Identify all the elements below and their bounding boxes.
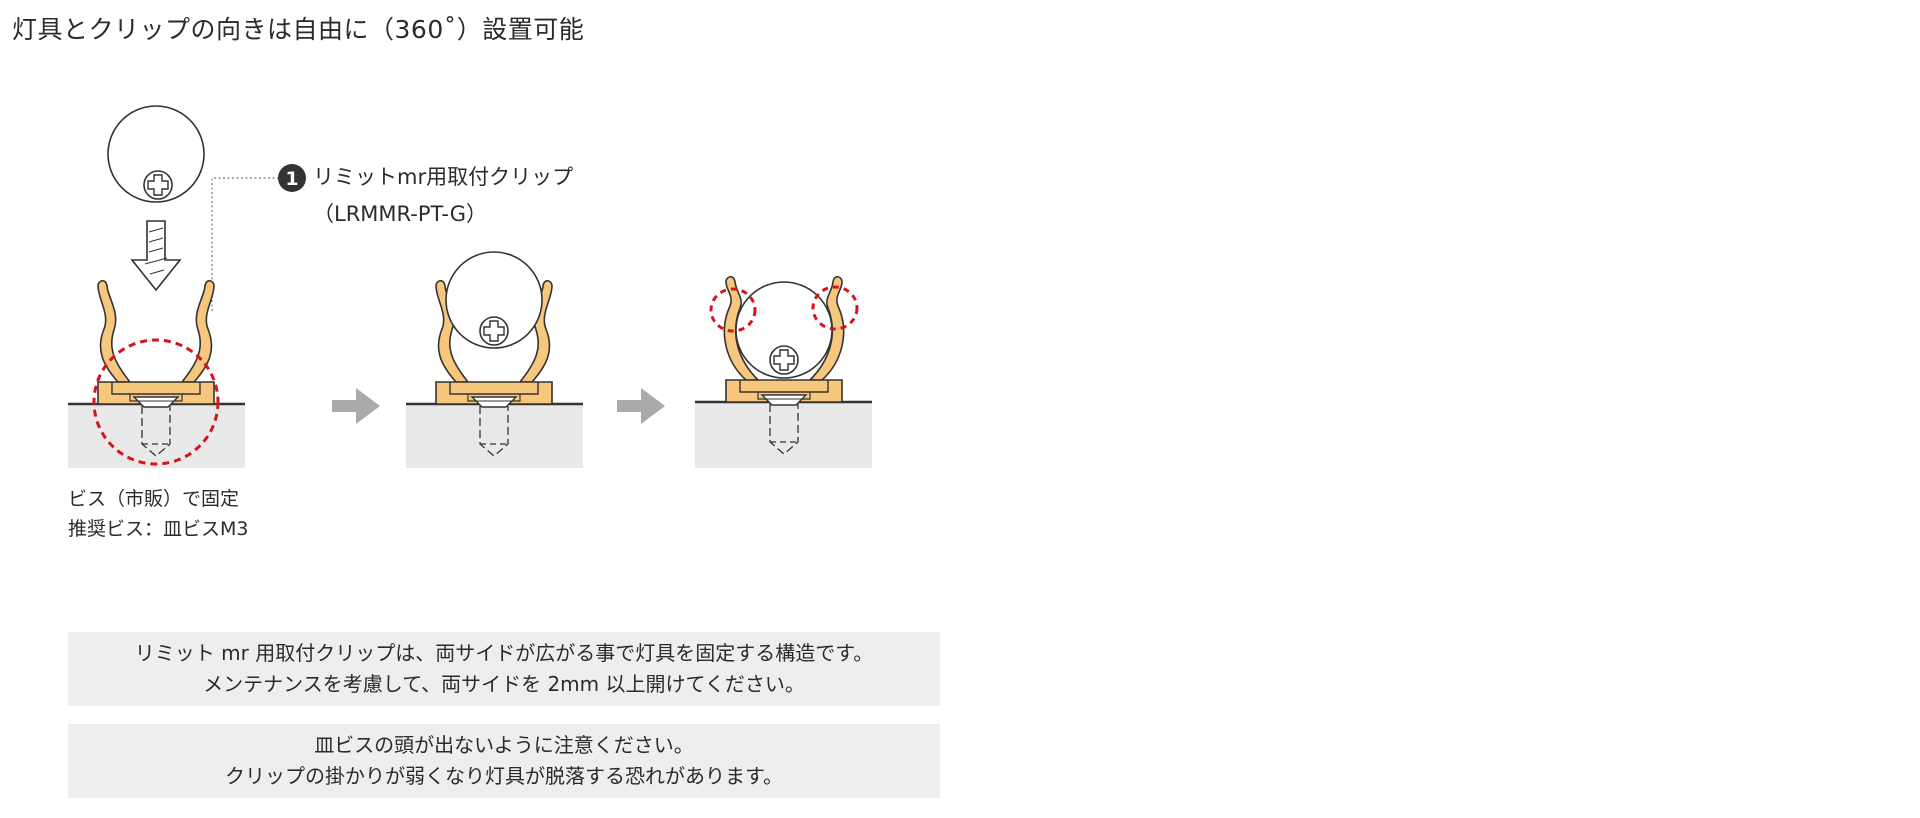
arm-highlight-left	[709, 287, 757, 333]
fixture-circle	[107, 105, 205, 203]
note-box-maintenance: リミット mr 用取付クリップは、両サイドが広がる事で灯具を固定する構造です。 …	[68, 632, 940, 706]
callout-number-badge: 1	[278, 164, 306, 192]
callout-label-line2: （LRMMR-PT-G）	[313, 202, 488, 226]
callout-label-line1: リミットmr用取付クリップ	[313, 165, 574, 189]
screw-mark-icon	[479, 316, 509, 346]
screw-note-line2: 推奨ビス：皿ビスM3	[68, 518, 249, 540]
step-3	[695, 275, 872, 468]
note-box-screw-warning: 皿ビスの頭が出ないように注意ください。 クリップの掛かりが弱くなり灯具が脱落する…	[68, 724, 940, 798]
note-line: クリップの掛かりが弱くなり灯具が脱落する恐れがあります。	[225, 764, 783, 788]
step-2	[406, 251, 583, 468]
step-1	[68, 105, 279, 468]
note-line: 皿ビスの頭が出ないように注意ください。	[314, 733, 694, 757]
next-arrow-icon	[617, 388, 665, 424]
note-line: メンテナンスを考慮して、両サイドを 2mm 以上開けてください。	[203, 672, 805, 696]
wall	[695, 402, 872, 468]
arm-highlight-right	[811, 285, 859, 331]
screw-mark-icon	[769, 345, 799, 375]
callout-leader-line	[211, 177, 279, 312]
next-arrow-icon	[332, 388, 380, 424]
screw-highlight-circle	[92, 338, 220, 466]
down-arrow-icon	[130, 220, 182, 292]
screw-note-line1: ビス（市販）で固定	[68, 488, 240, 510]
screw-mark-icon	[143, 170, 173, 200]
wall	[406, 404, 583, 468]
note-line: リミット mr 用取付クリップは、両サイドが広がる事で灯具を固定する構造です。	[134, 641, 874, 665]
page-title: 灯具とクリップの向きは自由に（360˚）設置可能	[12, 15, 585, 44]
callout-number: 1	[285, 168, 298, 190]
fixture-circle	[445, 251, 543, 349]
